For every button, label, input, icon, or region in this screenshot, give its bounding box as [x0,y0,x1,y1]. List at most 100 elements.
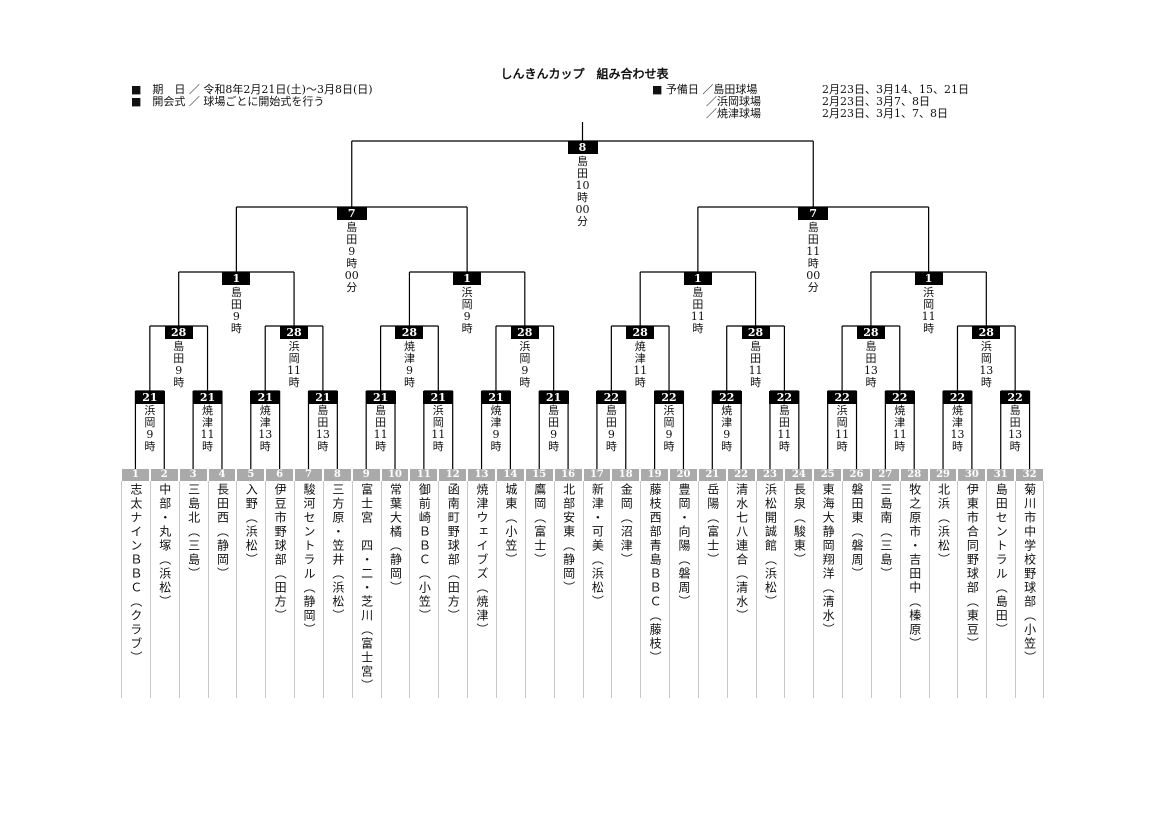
team-name: 豊岡・向陽（磐周） [676,483,691,609]
qf-match-info: 浜岡9時 [461,286,473,335]
team-column: 伊豆市野球部（田方） [265,481,294,698]
team-column: 金岡（沼津） [611,481,640,698]
team-number: 26 [843,469,870,481]
reserve-label: ■ 予備日 ／島田球場 [652,83,758,96]
team-column: 中部・丸塚（浜松） [149,481,179,698]
team-column: 島田セントラル（島田） [986,481,1015,698]
team-name: 三島南（三島） [878,483,893,581]
r16-match-info: 焼津11時 [633,340,648,389]
team-number: 17 [583,469,611,481]
r32-match-number: 21 [192,391,223,404]
opening-note: ■ 開会式 ／ 球場ごとに開始式を行う [131,95,325,108]
r16-match-info: 焼津9時 [403,340,415,389]
team-number: 31 [987,469,1015,481]
team-name: 北浜（浜松） [936,483,951,567]
r16-match-number: 28 [280,326,309,339]
r32-match-number: 21 [134,391,165,404]
final-match-info: 島田10時00分 [575,155,590,228]
r32-match-info: 浜岡11時 [431,404,446,453]
qf-match-number: 1 [683,272,712,285]
r16-match-info: 島田13時 [863,340,878,389]
r16-match-info: 浜岡9時 [519,340,531,389]
team-number: 32 [1016,469,1043,481]
team-number: 23 [756,469,784,481]
team-number: 25 [814,469,842,481]
r32-match-info: 焼津13時 [950,404,965,453]
team-name: 御前崎ＢＢＣ（小笠） [417,483,432,623]
r32-match-number: 22 [596,391,627,404]
team-name: 中部・丸塚（浜松） [157,483,172,609]
team-number: 4 [208,469,236,481]
qf-match-number: 1 [222,272,251,285]
team-name: 菊川市中学校野球部（小笠） [1022,483,1037,665]
r32-match-number: 21 [481,391,511,404]
team-column: 志太ナインＢＢＣ（クラブ） [121,481,150,698]
team-name: 新津・可美（浜松） [590,483,605,609]
team-column: 長田西（静岡） [207,481,237,698]
team-number: 18 [612,469,640,481]
r16-match-number: 28 [395,326,424,339]
r32-match-info: 浜岡9時 [144,404,156,453]
r16-match-number: 28 [741,326,770,339]
team-number: 12 [439,469,467,481]
reserve-dates-yaizu: 2月23日、3月1、7、8日 [822,107,948,120]
r16-match-info: 浜岡13時 [979,340,994,389]
team-column: 藤枝西部青島ＢＢＣ（藤枝） [640,481,669,698]
team-number: 3 [179,469,207,481]
team-column: 浜松開誠館（浜松） [755,481,785,698]
r32-match-info: 島田13時 [1008,404,1023,453]
team-name: 磐田東（磐周） [850,483,865,581]
team-column: 菊川市中学校野球部（小笠） [1015,481,1044,698]
reserve-venue-hamaoka: ／浜岡球場 [706,95,761,108]
team-number: 24 [785,469,813,481]
r32-match-info: 焼津11時 [200,404,215,453]
team-name: 城東（小笠） [503,483,518,567]
final-match-number: 8 [567,141,598,154]
team-name: 志太ナインＢＢＣ（クラブ） [128,483,143,665]
sf-match-number: 7 [798,207,829,220]
sf-match-number: 7 [336,207,367,220]
team-number: 11 [410,469,438,481]
qf-match-info: 島田9時 [230,286,242,335]
team-number: 1 [122,469,149,481]
team-column: 入野（浜松） [236,481,265,698]
r32-match-info: 島田11時 [373,404,388,453]
team-name: 富士宮 四・二・芝川（富士宮） [359,483,374,693]
team-number: 8 [323,469,351,481]
team-name: 長田西（静岡） [215,483,230,581]
r32-match-info: 浜岡11時 [835,404,850,453]
team-number: 5 [237,469,265,481]
team-column: 常葉大橘（静岡） [380,481,410,698]
team-column: 三島北（三島） [178,481,208,698]
team-number: 22 [727,469,755,481]
reserve-dates-hamaoka: 2月23日、3月7、8日 [822,95,930,108]
r16-match-number: 28 [856,326,885,339]
r32-match-number: 22 [884,391,915,404]
team-number: 9 [352,469,380,481]
qf-match-info: 島田11時 [690,286,705,335]
qf-match-number: 1 [914,272,943,285]
team-column: 岳陽（富士） [697,481,727,698]
r16-match-number: 28 [972,326,1001,339]
sf-match-info: 島田11時00分 [806,221,821,294]
r32-match-number: 22 [654,391,684,404]
team-name: 常葉大橘（静岡） [388,483,403,595]
sf-match-info: 島田9時00分 [344,221,359,294]
team-name: 伊東市合同野球部（東豆） [965,483,980,651]
team-number: 14 [496,469,524,481]
period-note: ■ 期 日 ／ 令和8年2月21日(土)～3月8日(日) [131,83,373,96]
team-number: 7 [295,469,322,481]
team-name: 東海大静岡翔洋（清水） [821,483,836,637]
team-number: 30 [958,469,986,481]
team-column: 鷹岡（富士） [524,481,554,698]
team-name: 浜松開誠館（浜松） [763,483,778,609]
team-column: 北浜（浜松） [928,481,958,698]
team-column: 三方原・笠井（浜松） [322,481,352,698]
r32-match-info: 島田9時 [605,404,617,453]
team-number: 2 [150,469,178,481]
r16-match-info: 島田11時 [748,340,763,389]
team-column: 牧之原市・吉田中（榛原） [899,481,929,698]
team-name: 島田セントラル（島田） [994,483,1009,637]
r32-match-info: 焼津9時 [721,404,733,453]
page-title: しんきんカップ 組み合わせ表 [500,67,669,81]
